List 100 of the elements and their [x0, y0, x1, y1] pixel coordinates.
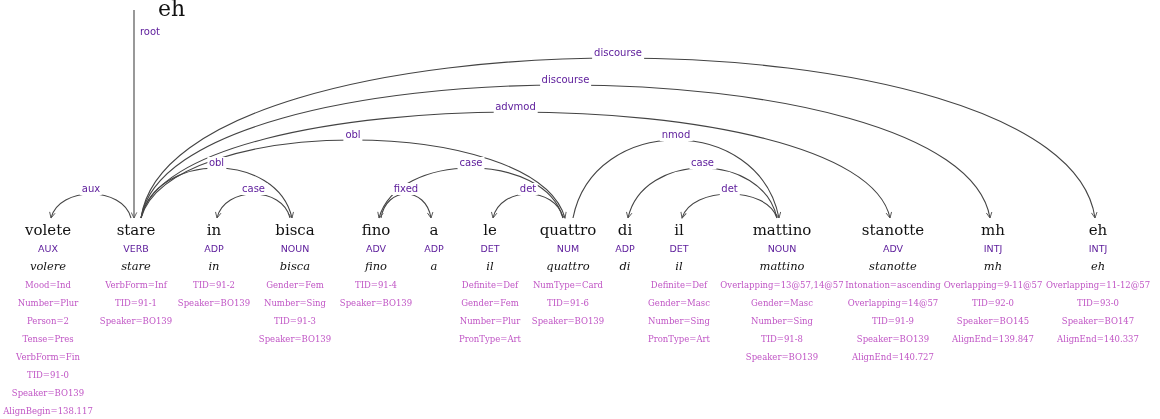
feature-text: PronType=Art: [647, 333, 711, 346]
pos-tag: NOUN: [767, 240, 797, 257]
feature-text: Speaker=BO139: [99, 315, 173, 328]
lemma-text: fino: [365, 258, 387, 275]
lemma-text: a: [430, 258, 438, 275]
feature-text: VerbForm=Inf: [105, 279, 167, 292]
feature-text: Number=Sing: [750, 315, 814, 328]
word-text: le: [483, 220, 497, 240]
edge-label: discourse: [592, 47, 644, 59]
dependency-arrow: [572, 139, 781, 219]
feature-text: Gender=Masc: [648, 297, 710, 310]
feature-text: AlignEnd=139.847: [952, 333, 1034, 346]
word-text: fino: [361, 220, 391, 240]
edge-label: case: [240, 183, 267, 195]
dependency-arrow: [491, 193, 564, 219]
feature-text: TID=91-2: [192, 279, 235, 292]
feature-text: Definite=Def: [650, 279, 708, 292]
lemma-text: volere: [29, 258, 67, 275]
lemma-text: eh: [1090, 258, 1106, 275]
feature-text: Speaker=BO145: [956, 315, 1030, 328]
pos-tag: ADV: [882, 240, 904, 257]
pos-tag: ADP: [204, 240, 224, 257]
feature-text: PronType=Art: [458, 333, 522, 346]
dependency-arrow: [50, 193, 132, 219]
word-text: eh: [1088, 220, 1108, 240]
feature-text: Intonation=ascending: [845, 279, 941, 292]
word-text: stare: [116, 220, 156, 240]
edge-label: obl: [343, 129, 363, 141]
feature-text: Speaker=BO139: [11, 387, 85, 400]
feature-text: Speaker=BO147: [1061, 315, 1135, 328]
feature-text: Gender=Fem: [266, 279, 324, 292]
feature-text: Overlapping=11-12@57: [1045, 279, 1151, 292]
lemma-text: il: [486, 258, 494, 275]
pos-tag: ADP: [424, 240, 444, 257]
feature-text: Mood=Ind: [25, 279, 71, 292]
feature-text: Gender=Masc: [751, 297, 813, 310]
lemma-text: di: [619, 258, 631, 275]
feature-text: Speaker=BO139: [339, 297, 413, 310]
feature-text: TID=91-6: [546, 297, 589, 310]
lemma-text: bisca: [279, 258, 311, 275]
dependency-arrow: [140, 57, 1096, 219]
pos-tag: ADP: [615, 240, 635, 257]
word-text: bisca: [275, 220, 315, 240]
word-text: quattro: [539, 220, 597, 240]
feature-text: AlignEnd=140.337: [1057, 333, 1139, 346]
pos-tag: DET: [480, 240, 500, 257]
dependency-arrow: [140, 84, 991, 219]
sentence-text: eh: [158, 0, 186, 21]
lemma-text: mattino: [759, 258, 805, 275]
lemma-text: quattro: [546, 258, 590, 275]
pos-tag: ADV: [365, 240, 387, 257]
word-text: in: [206, 220, 222, 240]
feature-text: Number=Plur: [459, 315, 521, 328]
pos-tag: NUM: [556, 240, 580, 257]
pos-tag: DET: [669, 240, 689, 257]
lemma-text: in: [208, 258, 220, 275]
feature-text: Number=Sing: [263, 297, 327, 310]
dependency-arrow: [130, 9, 138, 219]
feature-text: Gender=Fem: [461, 297, 519, 310]
edge-label: advmod: [493, 101, 538, 113]
edge-label: discourse: [539, 74, 592, 86]
word-text: mh: [981, 220, 1005, 240]
lemma-text: il: [675, 258, 683, 275]
feature-text: Speaker=BO139: [745, 351, 819, 364]
edge-label: case: [457, 157, 485, 169]
dependency-arrow: [140, 111, 891, 219]
feature-text: AlignEnd=140.727: [852, 351, 934, 364]
word-text: a: [429, 220, 439, 240]
dependency-arrow: [681, 193, 778, 219]
feature-text: Tense=Pres: [22, 333, 74, 346]
dependency-arrow: [140, 139, 566, 219]
feature-text: Speaker=BO139: [856, 333, 930, 346]
edge-label: det: [719, 183, 740, 195]
feature-text: AlignBegin=138.117: [3, 405, 93, 418]
feature-text: VerbForm=Fin: [16, 351, 80, 364]
feature-text: TID=91-3: [273, 315, 316, 328]
feature-text: Speaker=BO139: [531, 315, 605, 328]
word-text: volete: [24, 220, 72, 240]
feature-text: Speaker=BO139: [177, 297, 251, 310]
lemma-text: stanotte: [869, 258, 917, 275]
feature-text: TID=92-0: [971, 297, 1014, 310]
feature-text: Definite=Def: [461, 279, 519, 292]
pos-tag: VERB: [123, 240, 149, 257]
pos-tag: AUX: [38, 240, 58, 257]
edge-label: fixed: [391, 183, 421, 195]
feature-text: Number=Plur: [17, 297, 79, 310]
feature-text: Overlapping=9-11@57: [943, 279, 1043, 292]
feature-text: Speaker=BO139: [258, 333, 332, 346]
edge-label: root: [137, 26, 163, 38]
word-text: mattino: [752, 220, 812, 240]
word-text: di: [617, 220, 633, 240]
feature-text: TID=91-0: [26, 369, 70, 382]
pos-tag: INTJ: [983, 240, 1003, 257]
feature-text: TID=93-0: [1076, 297, 1119, 310]
edge-label: det: [517, 183, 539, 195]
feature-text: Overlapping=14@57: [847, 297, 939, 310]
edge-label: nmod: [659, 129, 693, 141]
pos-tag: NOUN: [280, 240, 310, 257]
lemma-text: stare: [121, 258, 151, 275]
feature-text: Number=Sing: [647, 315, 711, 328]
